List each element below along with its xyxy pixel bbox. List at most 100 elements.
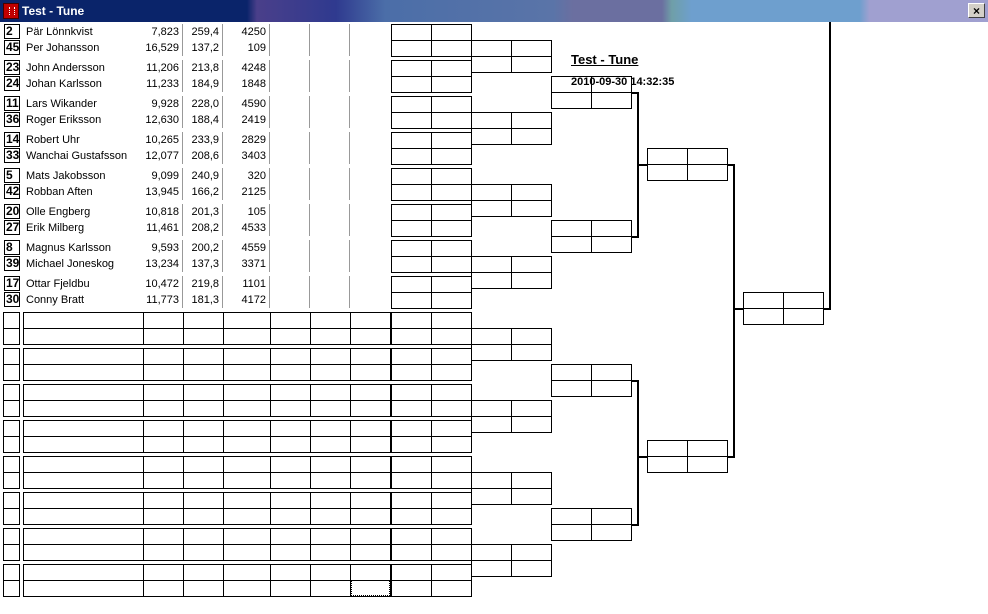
player-name[interactable]: Michael Joneskog bbox=[26, 258, 115, 270]
stat-empty-1 bbox=[270, 276, 310, 292]
stat-value-2: 137,3 bbox=[183, 256, 223, 272]
grid-divider bbox=[310, 348, 311, 364]
stat-value-2: 213,8 bbox=[183, 60, 223, 76]
empty-seed-cell[interactable] bbox=[3, 528, 20, 545]
empty-player-row[interactable] bbox=[23, 564, 391, 581]
player-name[interactable]: Wanchai Gustafsson bbox=[26, 150, 128, 162]
empty-seed-cell[interactable] bbox=[3, 384, 20, 401]
grid-divider bbox=[223, 384, 224, 400]
stat-empty-2 bbox=[310, 132, 350, 148]
r2-divider-h bbox=[471, 56, 552, 57]
stat-value-1: 12,077 bbox=[143, 148, 183, 164]
empty-player-row[interactable] bbox=[23, 384, 391, 401]
empty-seed-cell[interactable] bbox=[3, 456, 20, 473]
close-button[interactable]: × bbox=[968, 3, 985, 18]
stat-empty-2 bbox=[310, 24, 350, 40]
empty-player-row[interactable] bbox=[23, 528, 391, 545]
r2-divider-h bbox=[471, 488, 552, 489]
player-name[interactable]: Johan Karlsson bbox=[26, 78, 102, 90]
stat-empty-2 bbox=[310, 148, 350, 164]
empty-seed-cell[interactable] bbox=[3, 420, 20, 437]
player-name[interactable]: Mats Jakobsson bbox=[26, 170, 106, 182]
empty-player-row[interactable] bbox=[23, 492, 391, 509]
empty-seed-cell[interactable] bbox=[3, 508, 20, 525]
player-name[interactable]: Olle Engberg bbox=[26, 206, 91, 218]
empty-seed-cell[interactable] bbox=[3, 492, 20, 509]
empty-seed-cell[interactable] bbox=[3, 544, 20, 561]
grid-divider bbox=[270, 472, 271, 488]
stat-empty-3 bbox=[350, 40, 390, 56]
connector bbox=[829, 22, 831, 310]
r1-divider-h bbox=[391, 328, 472, 329]
stat-value-2: 208,6 bbox=[183, 148, 223, 164]
stat-empty-1 bbox=[270, 220, 310, 236]
empty-seed-cell[interactable] bbox=[3, 436, 20, 453]
grid-divider bbox=[223, 492, 224, 508]
r3-divider-h bbox=[551, 380, 632, 381]
player-name[interactable]: John Andersson bbox=[26, 62, 105, 74]
r3-divider-h bbox=[551, 236, 632, 237]
player-name[interactable]: Robban Aften bbox=[26, 186, 93, 198]
title-bar[interactable]: Test - Tune × bbox=[0, 0, 988, 22]
grid-divider bbox=[183, 420, 184, 436]
focused-cell[interactable] bbox=[351, 580, 390, 596]
app-icon[interactable] bbox=[3, 3, 19, 19]
grid-divider bbox=[223, 580, 224, 596]
empty-player-row[interactable] bbox=[23, 364, 391, 381]
seed-number: 36 bbox=[4, 112, 20, 127]
stat-empty-1 bbox=[270, 292, 310, 308]
stat-value-3: 4533 bbox=[223, 220, 270, 236]
empty-player-row[interactable] bbox=[23, 312, 391, 329]
grid-divider bbox=[143, 528, 144, 544]
player-name[interactable]: Per Johansson bbox=[26, 42, 100, 54]
grid-divider bbox=[143, 420, 144, 436]
player-name[interactable]: Robert Uhr bbox=[26, 134, 80, 146]
r1-divider-h bbox=[391, 580, 472, 581]
r1-divider-h bbox=[391, 40, 472, 41]
player-name[interactable]: Erik Milberg bbox=[26, 222, 85, 234]
empty-seed-cell[interactable] bbox=[3, 364, 20, 381]
r3-divider-h bbox=[551, 92, 632, 93]
empty-seed-cell[interactable] bbox=[3, 580, 20, 597]
stat-empty-3 bbox=[350, 112, 390, 128]
empty-player-row[interactable] bbox=[23, 436, 391, 453]
stat-value-3: 109 bbox=[223, 40, 270, 56]
grid-divider bbox=[350, 508, 351, 524]
grid-divider bbox=[350, 312, 351, 328]
grid-divider bbox=[350, 528, 351, 544]
stat-empty-1 bbox=[270, 76, 310, 92]
player-name[interactable]: Roger Eriksson bbox=[26, 114, 102, 126]
stat-value-3: 4172 bbox=[223, 292, 270, 308]
empty-player-row[interactable] bbox=[23, 348, 391, 365]
empty-seed-cell[interactable] bbox=[3, 348, 20, 365]
grid-divider bbox=[310, 472, 311, 488]
r1-divider-h bbox=[391, 508, 472, 509]
connector bbox=[631, 380, 639, 382]
player-name[interactable]: Magnus Karlsson bbox=[26, 242, 111, 254]
player-name[interactable]: Ottar Fjeldbu bbox=[26, 278, 90, 290]
empty-seed-cell[interactable] bbox=[3, 312, 20, 329]
empty-player-row[interactable] bbox=[23, 508, 391, 525]
empty-seed-cell[interactable] bbox=[3, 472, 20, 489]
grid-divider bbox=[310, 508, 311, 524]
empty-player-row[interactable] bbox=[23, 456, 391, 473]
player-name[interactable]: Pär Lönnkvist bbox=[26, 26, 93, 38]
stat-empty-3 bbox=[350, 240, 390, 256]
empty-player-row[interactable] bbox=[23, 420, 391, 437]
empty-player-row[interactable] bbox=[23, 472, 391, 489]
empty-player-row[interactable] bbox=[23, 544, 391, 561]
stat-empty-2 bbox=[310, 240, 350, 256]
empty-player-row[interactable] bbox=[23, 400, 391, 417]
grid-divider bbox=[270, 384, 271, 400]
empty-seed-cell[interactable] bbox=[3, 328, 20, 345]
empty-player-row[interactable] bbox=[23, 580, 391, 597]
empty-player-row[interactable] bbox=[23, 328, 391, 345]
empty-seed-cell[interactable] bbox=[3, 564, 20, 581]
grid-divider bbox=[143, 364, 144, 380]
empty-seed-cell[interactable] bbox=[3, 400, 20, 417]
player-name[interactable]: Lars Wikander bbox=[26, 98, 97, 110]
player-name[interactable]: Conny Bratt bbox=[26, 294, 85, 306]
stat-empty-2 bbox=[310, 204, 350, 220]
stat-empty-2 bbox=[310, 76, 350, 92]
grid-divider bbox=[143, 544, 144, 560]
